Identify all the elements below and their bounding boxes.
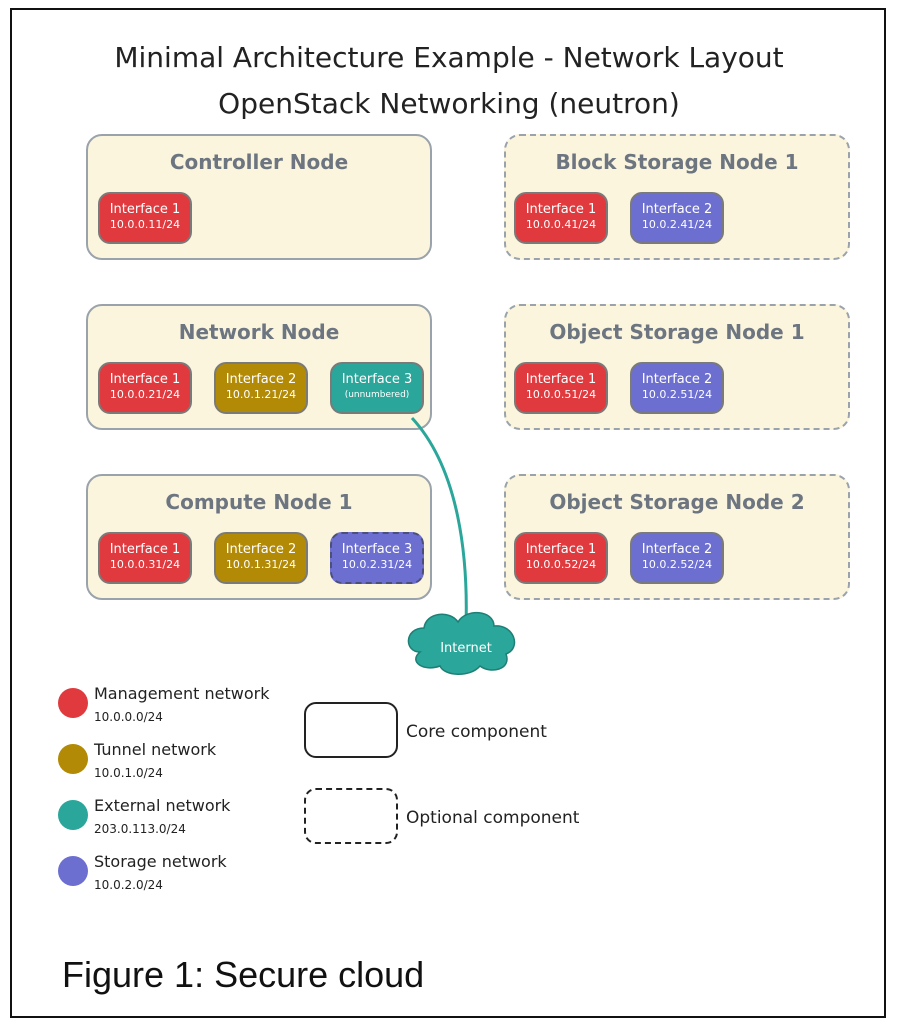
object2-interface-1: Interface 1 10.0.0.52/24: [514, 532, 608, 584]
tunnel-network-name: Tunnel network: [94, 740, 217, 759]
interface-name: Interface 2: [225, 372, 297, 387]
object-storage-node-1: Object Storage Node 1 Interface 1 10.0.0…: [504, 304, 850, 430]
core-component-label: Core component: [406, 722, 547, 742]
internet-cloud-icon: [407, 612, 516, 675]
external-network-addr: 203.0.113.0/24: [94, 822, 186, 836]
optional-component-swatch: [304, 788, 398, 844]
interface-address: 10.0.1.31/24: [225, 558, 297, 571]
interface-name: Interface 2: [641, 202, 713, 217]
tunnel-network-swatch: [58, 744, 88, 774]
compute-interface-1: Interface 1 10.0.0.31/24: [98, 532, 192, 584]
optional-component-label: Optional component: [406, 808, 580, 828]
management-network-swatch: [58, 688, 88, 718]
management-network-name: Management network: [94, 684, 270, 703]
interface-address: 10.0.2.31/24: [341, 558, 413, 571]
interface-address: 10.0.0.51/24: [525, 388, 597, 401]
interface-address: 10.0.0.31/24: [109, 558, 181, 571]
tunnel-network-addr: 10.0.1.0/24: [94, 766, 163, 780]
object1-interface-2: Interface 2 10.0.2.51/24: [630, 362, 724, 414]
management-network-addr: 10.0.0.0/24: [94, 710, 163, 724]
interface-name: Interface 3: [341, 542, 413, 557]
compute-interface-2: Interface 2 10.0.1.31/24: [214, 532, 308, 584]
interface-name: Interface 1: [525, 372, 597, 387]
compute-node-title: Compute Node 1: [165, 490, 353, 514]
block-interface-2: Interface 2 10.0.2.41/24: [630, 192, 724, 244]
interface-name: Interface 1: [525, 542, 597, 557]
network-interface-1: Interface 1 10.0.0.21/24: [98, 362, 192, 414]
block-storage-node: Block Storage Node 1 Interface 1 10.0.0.…: [504, 134, 850, 260]
storage-network-addr: 10.0.2.0/24: [94, 878, 163, 892]
storage-network-name: Storage network: [94, 852, 227, 871]
interface-name: Interface 2: [225, 542, 297, 557]
interface-address: 10.0.0.52/24: [525, 558, 597, 571]
interface-address: 10.0.2.41/24: [641, 218, 713, 231]
external-network-swatch: [58, 800, 88, 830]
interface-address: 10.0.0.41/24: [525, 218, 597, 231]
block-storage-node-title: Block Storage Node 1: [555, 150, 799, 174]
network-node: Network Node Interface 1 10.0.0.21/24 In…: [86, 304, 432, 430]
storage-network-swatch: [58, 856, 88, 886]
interface-name: Interface 1: [109, 542, 181, 557]
network-interface-2: Interface 2 10.0.1.21/24: [214, 362, 308, 414]
interface-address: 10.0.0.11/24: [109, 218, 181, 231]
interface-name: Interface 1: [525, 202, 597, 217]
controller-node: Controller Node Interface 1 10.0.0.11/24: [86, 134, 432, 260]
interface-name: Interface 2: [641, 542, 713, 557]
interface-address: 10.0.2.52/24: [641, 558, 713, 571]
compute-interface-3: Interface 3 10.0.2.31/24: [330, 532, 424, 584]
interface-address: (unnumbered): [344, 390, 410, 400]
object2-interface-2: Interface 2 10.0.2.52/24: [630, 532, 724, 584]
core-component-swatch: [304, 702, 398, 758]
interface-address: 10.0.1.21/24: [225, 388, 297, 401]
interface-address: 10.0.0.21/24: [109, 388, 181, 401]
network-interface-3: Interface 3 (unnumbered): [330, 362, 424, 414]
external-link-line: [410, 416, 468, 627]
interface-name: Interface 1: [109, 202, 181, 217]
external-network-name: External network: [94, 796, 231, 815]
diagram-subtitle: OpenStack Networking (neutron): [218, 87, 680, 120]
object-storage-node-1-title: Object Storage Node 1: [549, 320, 805, 344]
interface-name: Interface 3: [341, 372, 413, 387]
object-storage-node-2-title: Object Storage Node 2: [549, 490, 805, 514]
interface-name: Interface 2: [641, 372, 713, 387]
compute-node: Compute Node 1 Interface 1 10.0.0.31/24 …: [86, 474, 432, 600]
interface-address: 10.0.2.51/24: [641, 388, 713, 401]
interface-name: Interface 1: [109, 372, 181, 387]
figure-caption: Figure 1: Secure cloud: [62, 954, 425, 995]
diagram-title: Minimal Architecture Example - Network L…: [114, 41, 784, 74]
object-storage-node-2: Object Storage Node 2 Interface 1 10.0.0…: [504, 474, 850, 600]
object1-interface-1: Interface 1 10.0.0.51/24: [514, 362, 608, 414]
internet-label: Internet: [440, 641, 492, 656]
controller-node-title: Controller Node: [169, 150, 349, 174]
controller-interface-1: Interface 1 10.0.0.11/24: [98, 192, 192, 244]
block-interface-1: Interface 1 10.0.0.41/24: [514, 192, 608, 244]
network-node-title: Network Node: [178, 320, 340, 344]
